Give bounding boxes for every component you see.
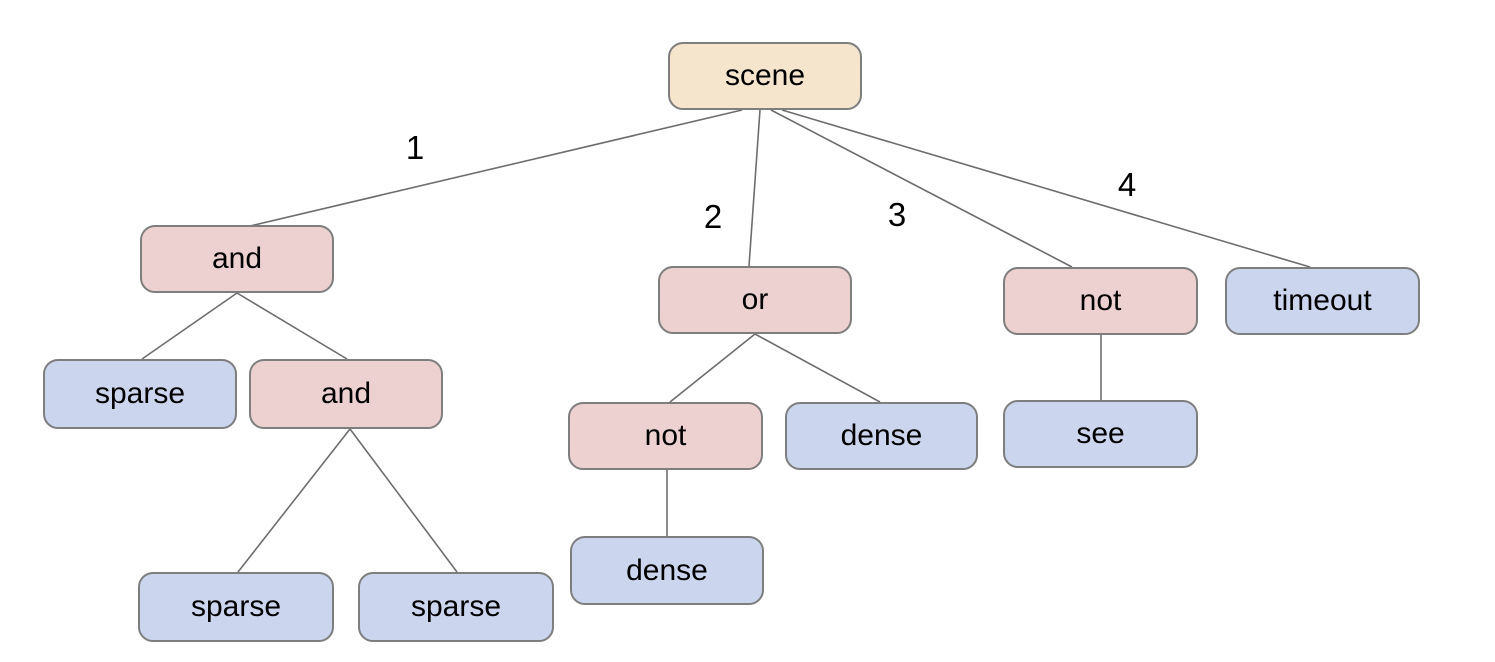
edge-scene-timeout [781,109,1311,268]
edge-and-and [236,292,348,360]
node-see: see [1003,400,1198,468]
edge-label-2: 2 [704,198,722,235]
node-dense-1: dense [785,402,978,470]
edge-scene-or [748,109,761,267]
edge-or-not [669,333,756,403]
edge-and-sparse [141,292,238,360]
node-dense-2: dense [570,536,764,605]
node-sparse-2: sparse [138,572,334,642]
edge-and2-sparse [237,428,351,573]
edge-and2-sparse2 [349,428,458,573]
edge-label-1: 1 [406,129,424,166]
node-sparse-3: sparse [358,572,554,642]
node-and-1: and [140,225,334,293]
edge-scene-not [770,109,1073,268]
node-not-2: not [568,402,763,470]
edge-label-3: 3 [888,196,906,233]
edge-label-4: 4 [1118,166,1136,203]
node-scene: scene [668,42,862,110]
node-and-2: and [249,359,443,429]
node-or-1: or [658,266,852,334]
edge-scene-and [249,109,743,227]
node-timeout: timeout [1225,267,1420,335]
edge-or-dense [754,333,881,403]
node-sparse-1: sparse [43,359,237,429]
node-not-1: not [1003,267,1198,335]
